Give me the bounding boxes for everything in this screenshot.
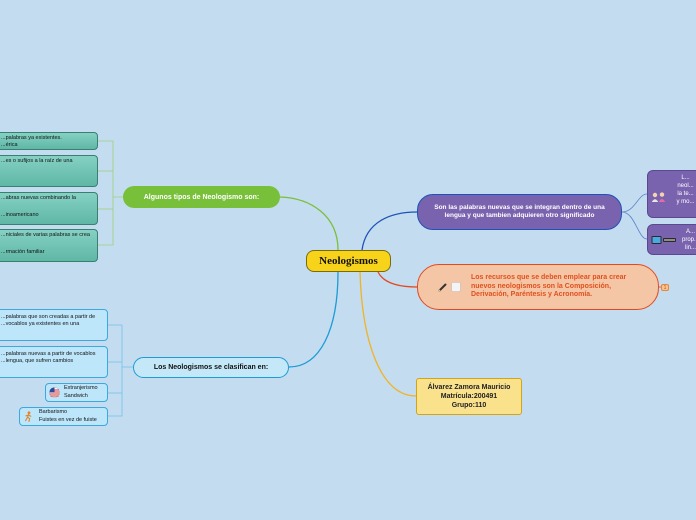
subtopic-clasifican-4-line1: Barbarismo — [39, 409, 68, 416]
connector-central-recursos — [377, 271, 418, 288]
subtopic-clasifican-1[interactable]: ...palabras que son creadas a partir de … — [0, 309, 108, 341]
connector-central-clasifican — [288, 271, 339, 368]
topic-recursos[interactable]: Los recursos que se deben emplear para c… — [417, 264, 659, 310]
us-flag-icon — [49, 387, 60, 398]
subtopic-clasifican-1-line2: ...vocablos ya existentes en una — [1, 321, 80, 328]
connector-central-autor — [359, 271, 417, 397]
subtopic-definicion-1-line1: L... — [681, 175, 690, 181]
subtopic-tipos-2-line1: ...es o sufijos a la raíz de una — [1, 158, 73, 164]
subtopic-clasifican-3[interactable]: Extranjerismo Sandwich — [45, 383, 108, 402]
subtopic-definicion-2[interactable]: A... prop... lin... — [647, 224, 696, 255]
subtopic-tipos-2[interactable]: ...es o sufijos a la raíz de una — [0, 155, 98, 187]
subtopic-definicion-2-line3: lin... — [684, 245, 696, 252]
connector-central-definicion — [361, 211, 418, 251]
tv-icon — [651, 236, 676, 245]
central-topic[interactable]: Neologismos — [306, 250, 391, 272]
subtopic-definicion-1[interactable]: L... neol... la te... y mo... — [647, 170, 696, 218]
subtopic-clasifican-2[interactable]: ...palabras nuevas a partir de vocablos … — [0, 346, 108, 378]
subtopic-clasifican-1-line1: ...palabras que son creadas a partir de — [1, 314, 96, 320]
subtopic-tipos-1[interactable]: ...palabras ya existentes. ...érica — [0, 132, 98, 150]
connector-central-tipos — [279, 196, 339, 251]
subtopic-definicion-2-line1: A... — [685, 229, 695, 235]
subtopic-tipos-4[interactable]: ...niciales de varias palabras se crea .… — [0, 229, 98, 262]
subtopic-tipos-3-line1: ...abras nuevas combinando la — [1, 195, 76, 201]
autor-grupo: Grupo:110 — [451, 402, 487, 410]
subtopic-tipos-3-line2: ...inoamericano — [1, 212, 39, 219]
subtopic-tipos-1-line2: ...érica — [1, 142, 18, 149]
subtopic-clasifican-3-line2: Sandwich — [64, 392, 88, 399]
topic-clasificacion[interactable]: Los Neologismos se clasifican en: — [133, 357, 289, 378]
autor-matricula: Matrícula:200491 — [440, 392, 498, 400]
subtopic-definicion-1-line3: la te... — [677, 191, 694, 198]
people-icon — [651, 192, 666, 203]
topic-definicion[interactable]: Son las palabras nuevas que se integran … — [417, 194, 622, 230]
connector-clasifican-children — [108, 324, 133, 417]
autor-name: Álvarez Zamora Mauricio — [427, 383, 511, 391]
subtopic-clasifican-3-line1: Extranjerismo — [64, 385, 98, 392]
subtopic-clasifican-4[interactable]: Barbarismo Fuistes en vez de fuiste — [19, 407, 108, 426]
collapse-toggle[interactable]: 1 — [661, 284, 669, 291]
subtopic-tipos-3[interactable]: ...abras nuevas combinando la ...inoamer… — [0, 192, 98, 225]
subtopic-clasifican-2-line2: ...lengua, que sufren cambios — [1, 358, 74, 365]
topic-definicion-label: Son las palabras nuevas que se integran … — [434, 203, 605, 219]
notepad-icon — [451, 282, 461, 292]
subtopic-definicion-1-line4: y mo... — [676, 199, 695, 206]
topic-recursos-label: Los recursos que se deben emplear para c… — [471, 273, 627, 299]
topic-autor[interactable]: Álvarez Zamora Mauricio Matrícula:200491… — [416, 378, 522, 415]
subtopic-clasifican-2-line1: ...palabras nuevas a partir de vocablos — [1, 351, 96, 357]
subtopic-tipos-1-line1: ...palabras ya existentes. — [1, 135, 62, 141]
connector-definicion-children — [621, 193, 648, 240]
subtopic-clasifican-4-line2: Fuistes en vez de fuiste — [39, 416, 97, 423]
connector-tipos-children — [98, 140, 123, 246]
pencil-icon — [438, 283, 447, 292]
subtopic-definicion-2-line2: prop... — [681, 237, 696, 244]
subtopic-tipos-4-line2: ...rmación familiar — [1, 249, 45, 256]
running-person-icon — [25, 411, 32, 422]
topic-tipos-neologismo[interactable]: Algunos tipos de Neologismo son: — [123, 186, 280, 208]
subtopic-definicion-1-line2: neol... — [677, 183, 694, 190]
subtopic-tipos-4-line1: ...niciales de varias palabras se crea — [1, 232, 90, 238]
